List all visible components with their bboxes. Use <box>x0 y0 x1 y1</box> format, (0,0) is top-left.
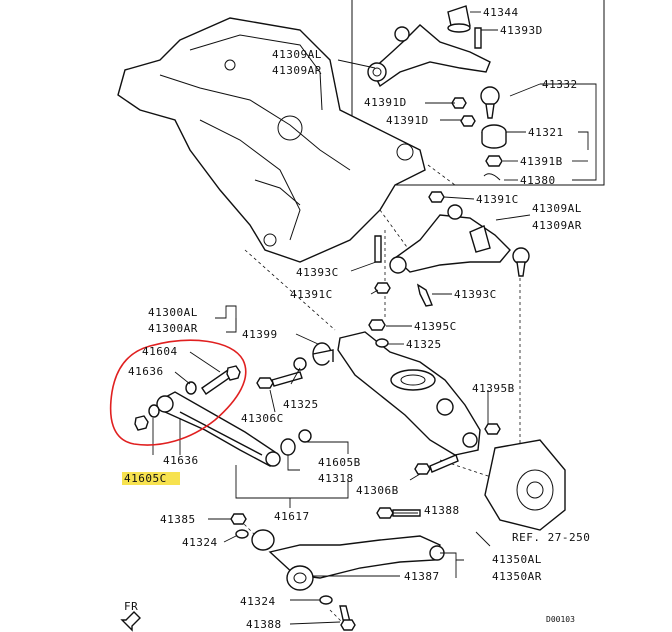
bushing-41399 <box>293 342 334 371</box>
label-41391C-b: 41391C <box>290 288 333 301</box>
label-41391B: 41391B <box>520 155 563 168</box>
label-41309AL: 41309AL <box>532 202 582 215</box>
front-direction-arrow <box>120 611 141 632</box>
label-41380: 41380 <box>520 174 556 187</box>
label-41309AR-top: 41309AR <box>272 64 322 77</box>
label-41306B: 41306B <box>356 484 399 497</box>
label-41309AL-top: 41309AL <box>272 48 322 61</box>
bolt-41306C <box>256 371 303 389</box>
label-41393C-b: 41393C <box>454 288 497 301</box>
label-41332: 41332 <box>542 78 578 91</box>
washer-41324-top <box>235 529 249 539</box>
label-41385: 41385 <box>160 513 196 526</box>
bolt-41306B <box>414 454 459 475</box>
label-41388-b: 41388 <box>246 618 282 631</box>
nut-41385 <box>230 513 247 525</box>
label-41399: 41399 <box>242 328 278 341</box>
label-41324-a: 41324 <box>182 536 218 549</box>
part-number-highlight <box>122 472 180 485</box>
label-41393D: 41393D <box>500 24 543 37</box>
label-41325-b: 41325 <box>283 398 319 411</box>
lower-toe-control-arm <box>156 391 281 467</box>
label-41636-b: 41636 <box>163 454 199 467</box>
label-41387: 41387 <box>404 570 440 583</box>
label-41605C: 41605C <box>124 472 167 485</box>
label-41309AR: 41309AR <box>532 219 582 232</box>
lower-control-arm <box>251 529 445 591</box>
label-41391D-a: 41391D <box>364 96 407 109</box>
hub-reference <box>484 439 566 531</box>
label-41391C-a: 41391C <box>476 193 519 206</box>
crossmember-subframe <box>117 17 426 263</box>
label-41605B: 41605B <box>318 456 361 469</box>
circled-parts-group <box>134 365 241 431</box>
label-41300AL: 41300AL <box>148 306 198 319</box>
label-41617: 41617 <box>274 510 310 523</box>
rear-knuckle-trailing-arm <box>337 319 501 456</box>
label-41388-a: 41388 <box>424 504 460 517</box>
washer-41324-bottom <box>319 595 333 605</box>
label-41321: 41321 <box>528 126 564 139</box>
upper-arm-inset <box>351 0 605 186</box>
label-41604: 41604 <box>142 345 178 358</box>
label-41318: 41318 <box>318 472 354 485</box>
upper-control-arm <box>374 191 530 307</box>
bolt-41388-bottom <box>339 605 356 631</box>
diagram-code: D00103 <box>546 615 575 624</box>
label-41350AL: 41350AL <box>492 553 542 566</box>
label-41344: 41344 <box>483 6 519 19</box>
label-41306C: 41306C <box>241 412 284 425</box>
label-front: FR <box>124 600 138 613</box>
label-41350AR: 41350AR <box>492 570 542 583</box>
label-41325-a: 41325 <box>406 338 442 351</box>
label-41636-a: 41636 <box>128 365 164 378</box>
label-41395B: 41395B <box>472 382 515 395</box>
bushing-41605B <box>280 429 312 456</box>
label-41391D-b: 41391D <box>386 114 429 127</box>
bolt-41388-top <box>376 507 421 519</box>
label-41393C-a: 41393C <box>296 266 339 279</box>
label-reference: REF. 27-250 <box>512 531 590 544</box>
label-41395C: 41395C <box>414 320 457 333</box>
label-41300AR: 41300AR <box>148 322 198 335</box>
red-circle-annotation <box>109 339 247 446</box>
part-labels: 41344 41393D 41309AL 41309AR 41332 41391… <box>124 6 590 631</box>
label-41324-b: 41324 <box>240 595 276 608</box>
leader-lines <box>152 11 597 625</box>
